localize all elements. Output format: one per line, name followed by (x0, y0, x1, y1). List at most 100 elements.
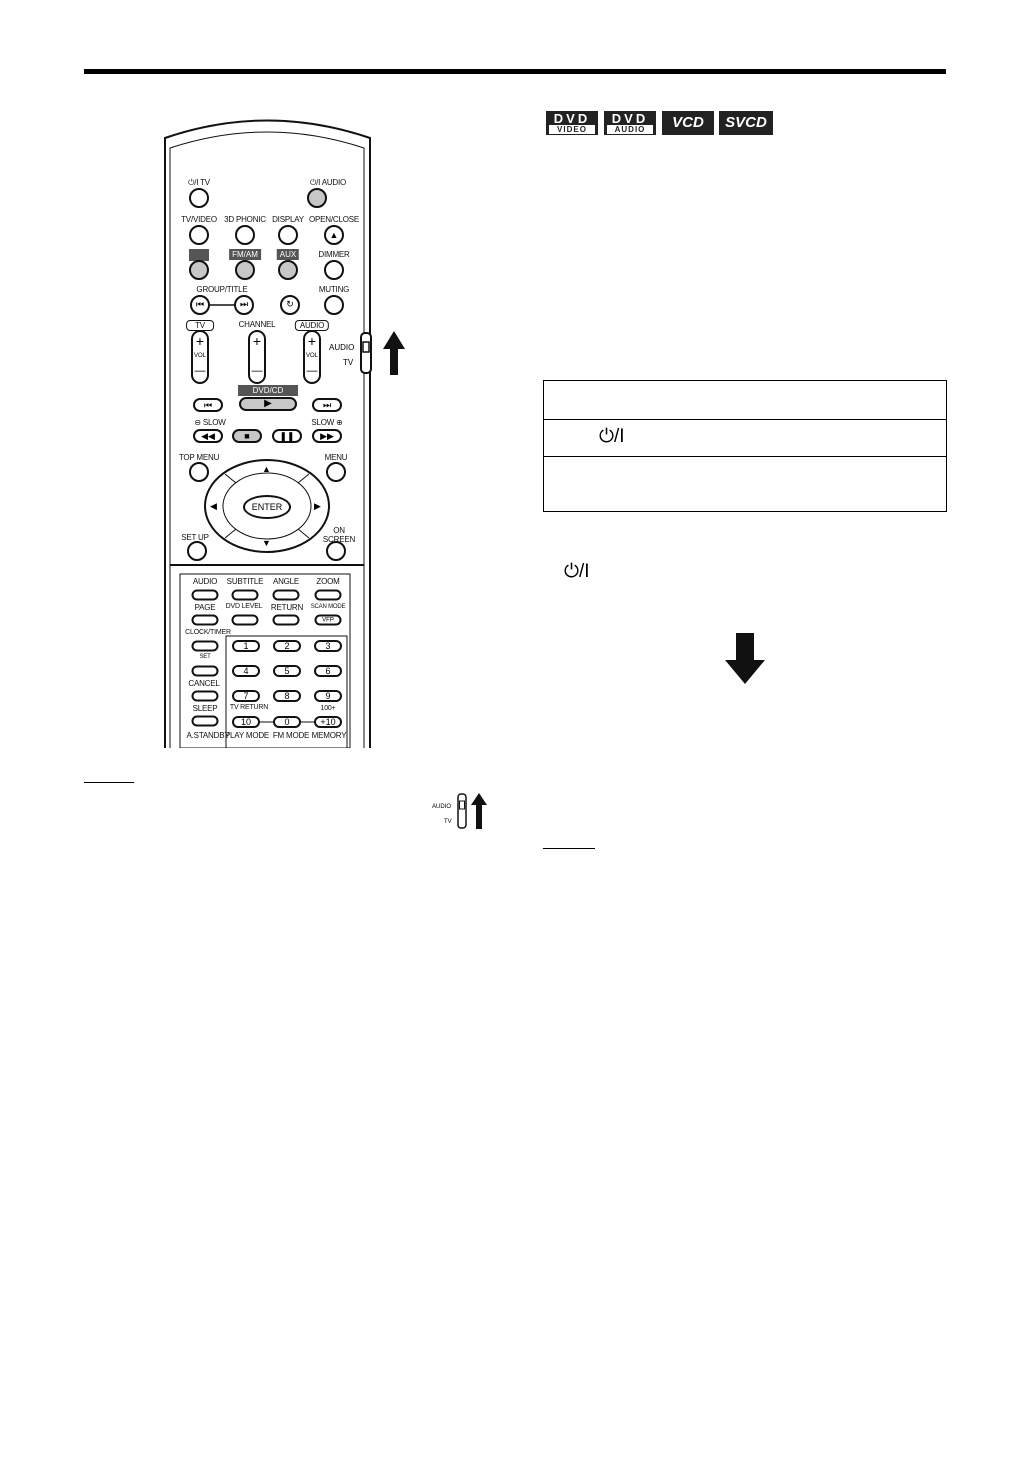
power-audio-button[interactable] (307, 188, 327, 208)
angle-button[interactable] (272, 589, 300, 601)
group-prev-button[interactable]: ⏮ (190, 295, 210, 315)
return-button[interactable] (272, 614, 300, 626)
on-screen-label: ON SCREEN (322, 526, 356, 544)
open-close-label: OPEN/CLOSE (308, 215, 360, 224)
side-switch-graphic (360, 332, 372, 374)
fm-am-button[interactable] (235, 260, 255, 280)
dpad-up-button[interactable]: ▲ (262, 464, 271, 474)
num-6-button[interactable]: 6 (314, 665, 342, 677)
audio-vol-plus: + (307, 333, 317, 349)
page-button[interactable] (191, 614, 219, 626)
vfp-button[interactable]: VFP (314, 614, 342, 626)
num-10-button[interactable]: 10 (232, 716, 260, 728)
dvd-source-button[interactable] (189, 260, 209, 280)
vcd-badge: VCD (662, 111, 714, 135)
audio-button[interactable] (191, 589, 219, 601)
enter-button[interactable]: ENTER (243, 495, 291, 519)
num-0-button[interactable]: 0 (273, 716, 301, 728)
audio-vol-minus: — (306, 365, 318, 377)
repeat-button[interactable]: ↻ (280, 295, 300, 315)
small-switch-tv-label: TV (444, 819, 452, 825)
num-3-button[interactable]: 3 (314, 640, 342, 652)
group-next-button[interactable]: ⏭ (234, 295, 254, 315)
sleep-label: SLEEP (192, 704, 218, 713)
memory-label: MEMORY (311, 731, 347, 740)
3d-phonic-button[interactable] (235, 225, 255, 245)
display-label: DISPLAY (272, 215, 304, 224)
tv-return-label: TV RETURN (229, 704, 269, 711)
tv-video-label: TV/VIDEO (181, 215, 217, 224)
dvd-video-badge-bottom: VIDEO (549, 125, 595, 134)
channel-plus: + (252, 333, 262, 349)
dpad-left-button[interactable]: ◀ (210, 501, 217, 511)
svcd-badge: SVCD (719, 111, 773, 135)
tv-volume-rocker[interactable]: + VOL — (191, 330, 209, 384)
eject-button[interactable]: ▲ (324, 225, 344, 245)
power-tv-button[interactable] (189, 188, 209, 208)
audio-vol-label: VOL (305, 353, 318, 359)
blank-source-tag (189, 249, 209, 261)
tv-vol-minus: — (194, 365, 206, 377)
muting-button[interactable] (324, 295, 344, 315)
note-rule-right (543, 848, 595, 849)
muting-label: MUTING (318, 285, 350, 294)
num-9-button[interactable]: 9 (314, 690, 342, 702)
hundred-plus-label: 100+ (320, 705, 336, 712)
standby-symbol-icon: ⏻/I (564, 561, 590, 582)
set-button[interactable] (191, 665, 219, 677)
skip-forward-button[interactable]: ⏭ (312, 398, 342, 412)
3d-phonic-label: 3D PHONIC (224, 215, 266, 224)
cancel-button[interactable] (191, 690, 219, 702)
fm-am-tag: FM/AM (229, 249, 261, 260)
channel-rocker[interactable]: + — (248, 330, 266, 384)
num-plus10-button[interactable]: +10 (314, 716, 342, 728)
dpad-right-button[interactable]: ▶ (314, 501, 321, 511)
audio-volume-rocker[interactable]: + VOL — (303, 330, 321, 384)
cancel-label: CANCEL (188, 679, 220, 688)
side-switch-audio-label: AUDIO (329, 343, 355, 352)
top-menu-button[interactable] (189, 462, 209, 482)
play-button[interactable]: ▶ (239, 397, 297, 411)
subtitle-button[interactable] (231, 589, 259, 601)
pause-button[interactable]: ❚❚ (272, 429, 302, 443)
menu-button[interactable] (326, 462, 346, 482)
clock-timer-label: CLOCK/TIMER (185, 629, 231, 636)
dvd-level-button[interactable] (231, 614, 259, 626)
dpad-down-button[interactable]: ▼ (262, 538, 271, 548)
num-7-button[interactable]: 7 (232, 690, 260, 702)
note-rule-left (84, 782, 134, 783)
num-1-button[interactable]: 1 (232, 640, 260, 652)
zoom-button[interactable] (314, 589, 342, 601)
dimmer-label: DIMMER (318, 250, 350, 259)
num-2-button[interactable]: 2 (273, 640, 301, 652)
sleep-button[interactable] (191, 715, 219, 727)
dvd-cd-tag: DVD/CD (238, 385, 298, 396)
fast-forward-button[interactable]: ▶▶ (312, 429, 342, 443)
clock-timer-button[interactable] (191, 640, 219, 652)
set-up-button[interactable] (187, 541, 207, 561)
dimmer-button[interactable] (324, 260, 344, 280)
num-4-button[interactable]: 4 (232, 665, 260, 677)
stop-button[interactable]: ■ (232, 429, 262, 443)
table-row (544, 381, 946, 420)
aux-button[interactable] (278, 260, 298, 280)
power-tv-label: ⏻/I TV (188, 178, 210, 187)
slow-minus-label: ⊖ SLOW (194, 418, 226, 427)
table-row: ⏻/I (544, 420, 946, 457)
tv-video-button[interactable] (189, 225, 209, 245)
power-standby-icon: ⏻/I (599, 426, 625, 447)
side-switch-tv-label: TV (343, 358, 354, 367)
num-5-button[interactable]: 5 (273, 665, 301, 677)
display-button[interactable] (278, 225, 298, 245)
group-title-label: GROUP/TITLE (196, 285, 248, 294)
small-switch-audio-label: AUDIO (432, 804, 452, 810)
num-8-button[interactable]: 8 (273, 690, 301, 702)
tv-vol-plus: + (195, 333, 205, 349)
set-up-label: SET UP (181, 533, 209, 542)
dvd-level-label: DVD LEVEL (225, 603, 263, 610)
rewind-button[interactable]: ◀◀ (193, 429, 223, 443)
skip-back-button[interactable]: ⏮ (193, 398, 223, 412)
dvd-audio-badge-top: DVD (611, 111, 649, 126)
on-screen-button[interactable] (326, 541, 346, 561)
channel-minus: — (251, 365, 263, 377)
